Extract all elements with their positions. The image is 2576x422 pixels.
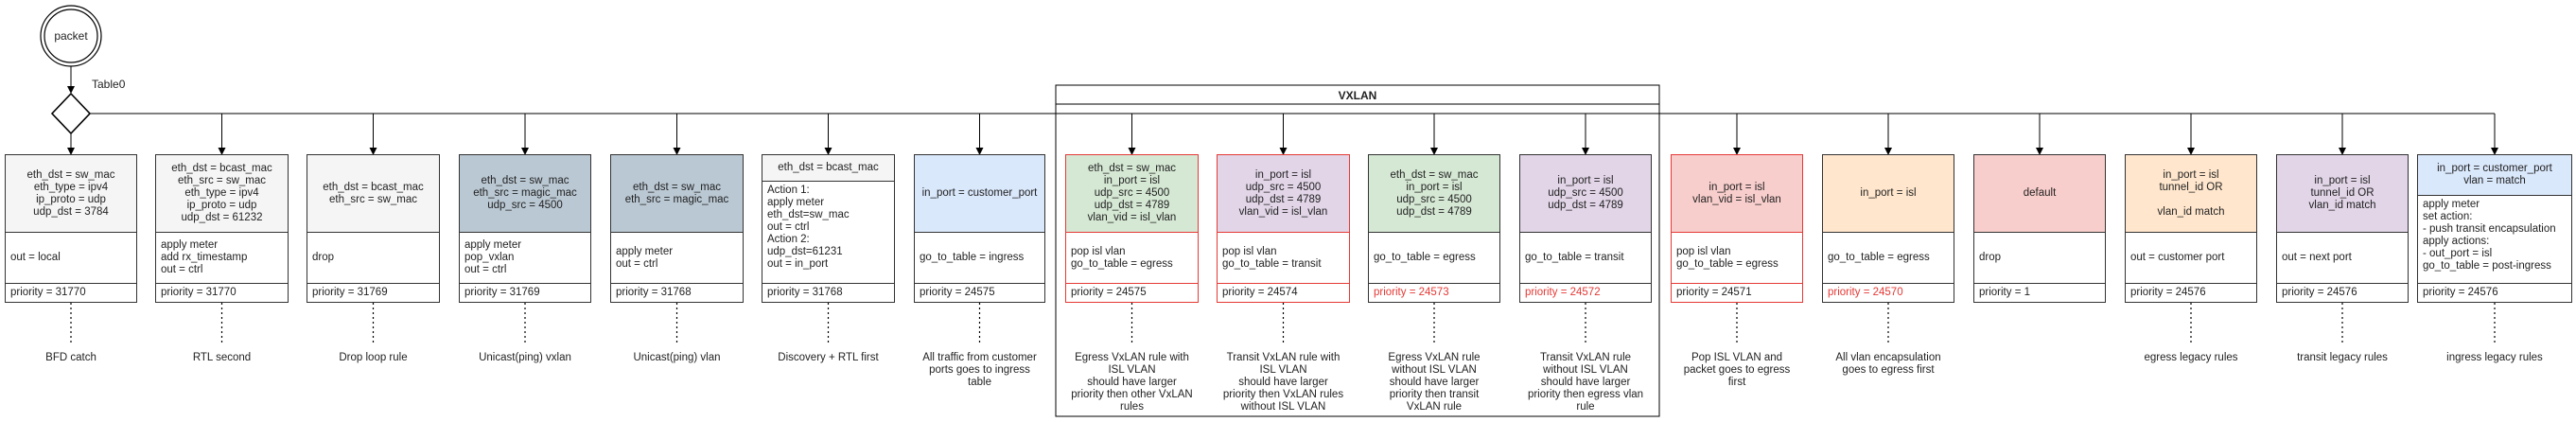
rule-caption: Drop loop rule [339,352,408,363]
rule-actions: drop [312,252,335,263]
rule-priority: priority = 24576 [2418,283,2571,302]
rule-match: eth_dst = bcast_mac eth_src = sw_mac [307,155,439,233]
rule-priority: priority = 31769 [460,283,590,302]
rule-actions: pop isl vlan go_to_table = transit [1222,245,1322,270]
rule-match: eth_dst = sw_mac in_port = isl udp_src =… [1066,155,1198,233]
rule-priority: priority = 31770 [6,283,136,302]
rule-4[interactable]: eth_dst = sw_mac eth_src = magic_mac udp… [459,154,591,303]
rule-caption: All traffic from customer ports goes to … [922,352,1037,388]
rule-priority: priority = 31769 [307,283,439,302]
rule-priority: priority = 24575 [915,283,1044,302]
rule-match: in_port = customer_port vlan = match [2418,155,2571,196]
packet-node-inner [44,9,98,63]
rule-match: eth_dst = bcast_mac [762,155,894,182]
rule-caption: Transit VxLAN rule with ISL VLAN should … [1222,352,1344,413]
rule-actions: out = local [10,252,61,263]
rule-match: in_port = isl udp_src = 4500 udp_dst = 4… [1520,155,1651,233]
rule-match: eth_dst = sw_mac eth_type = ipv4 ip_prot… [6,155,136,233]
rule-priority: priority = 24574 [1218,283,1349,302]
rule-15[interactable]: in_port = isl tunnel_id OR vlan_id match… [2125,154,2257,303]
rule-caption: egress legacy rules [2144,352,2238,363]
rule-caption: Discovery + RTL first [778,352,879,363]
rule-priority: priority = 24576 [2277,283,2408,302]
rule-actions: apply meter set action: - push transit e… [2423,199,2556,272]
rule-priority: priority = 31768 [762,283,894,302]
rule-match: eth_dst = sw_mac in_port = isl udp_src =… [1369,155,1499,233]
vxlan-group-title: VXLAN [1338,89,1377,102]
rule-actions: out = next port [2282,252,2352,263]
rule-16[interactable]: in_port = isl tunnel_id OR vlan_id match… [2276,154,2409,303]
rule-match: in_port = isl tunnel_id OR vlan_id match [2126,155,2256,233]
rule-match: in_port = isl udp_src = 4500 udp_dst = 4… [1218,155,1349,233]
rule-caption: Transit VxLAN rule without ISL VLAN shou… [1527,352,1644,413]
rule-priority: priority = 24572 [1520,283,1651,302]
rule-7[interactable]: in_port = customer_port go_to_table = ing… [914,154,1045,303]
rule-match: eth_dst = sw_mac eth_src = magic_mac [611,155,743,233]
rule-caption: Egress VxLAN rule without ISL VLAN shoul… [1388,352,1481,413]
rule-match: in_port = isl vlan_vid = isl_vlan [1672,155,1802,233]
rule-13[interactable]: in_port = isl go_to_table = egress priorit… [1822,154,1954,303]
rule-caption: transit legacy rules [2297,352,2388,363]
rule-priority: priority = 31768 [611,283,743,302]
rule-caption: RTL second [192,352,252,363]
rule-actions: out = customer port [2130,252,2225,263]
rule-caption: Unicast(ping) vlan [633,352,721,363]
rule-10[interactable]: eth_dst = sw_mac in_port = isl udp_src =… [1368,154,1500,303]
rule-priority: priority = 24575 [1066,283,1198,302]
vxlan-group-frame [1055,84,1660,417]
table0-decision-diamond [50,92,92,135]
rule-11[interactable]: in_port = isl udp_src = 4500 udp_dst = 4… [1519,154,1652,303]
rule-1[interactable]: eth_dst = sw_mac eth_type = ipv4 ip_prot… [5,154,137,303]
rule-actions: apply meter add rx_timestamp out = ctrl [161,239,248,275]
rule-caption: All vlan encapsulation goes to egress fi… [1835,352,1941,376]
rule-actions: Action 1: apply meter eth_dst=sw_mac out… [767,185,850,270]
rule-caption: Unicast(ping) vxlan [479,352,571,363]
rule-match: default [1974,155,2105,233]
rule-actions: drop [1979,252,2002,263]
rule-caption: BFD catch [45,352,96,363]
rule-priority: priority = 24576 [2126,283,2256,302]
rule-9[interactable]: in_port = isl udp_src = 4500 udp_dst = 4… [1217,154,1350,303]
rule-priority: priority = 1 [1974,283,2105,302]
rule-actions: apply meter out = ctrl [616,245,674,270]
rule-2[interactable]: eth_dst = bcast_mac eth_src = sw_mac eth… [155,154,289,303]
rule-match: in_port = isl tunnel_id OR vlan_id match [2277,155,2408,233]
rule-priority: priority = 24571 [1672,283,1802,302]
rule-actions: go_to_table = ingress [920,252,1025,263]
rule-actions: pop isl vlan go_to_table = egress [1071,245,1173,270]
rule-priority: priority = 31770 [156,283,288,302]
rule-actions: go_to_table = transit [1525,252,1624,263]
rule-caption: Egress VxLAN rule with ISL VLAN should h… [1071,352,1193,413]
table0-label: Table0 [92,78,126,91]
rule-14[interactable]: default drop priority = 1 [1973,154,2106,303]
rule-8[interactable]: eth_dst = sw_mac in_port = isl udp_src =… [1065,154,1199,303]
rule-actions: pop isl vlan go_to_table = egress [1676,245,1779,270]
rule-actions: go_to_table = egress [1828,252,1930,263]
rule-match: eth_dst = bcast_mac eth_src = sw_mac eth… [156,155,288,233]
rule-match: eth_dst = sw_mac eth_src = magic_mac udp… [460,155,590,233]
rule-actions: go_to_table = egress [1374,252,1476,263]
rule-actions: apply meter pop_vxlan out = ctrl [464,239,522,275]
rule-priority: priority = 24573 [1369,283,1499,302]
rule-caption: Pop ISL VLAN and packet goes to egress f… [1683,352,1791,388]
rule-caption: ingress legacy rules [2446,352,2543,363]
packet-label: packet [54,29,88,43]
rule-priority: priority = 24570 [1823,283,1954,302]
rule-match: in_port = isl [1823,155,1954,233]
rule-match: in_port = customer_port [915,155,1044,233]
